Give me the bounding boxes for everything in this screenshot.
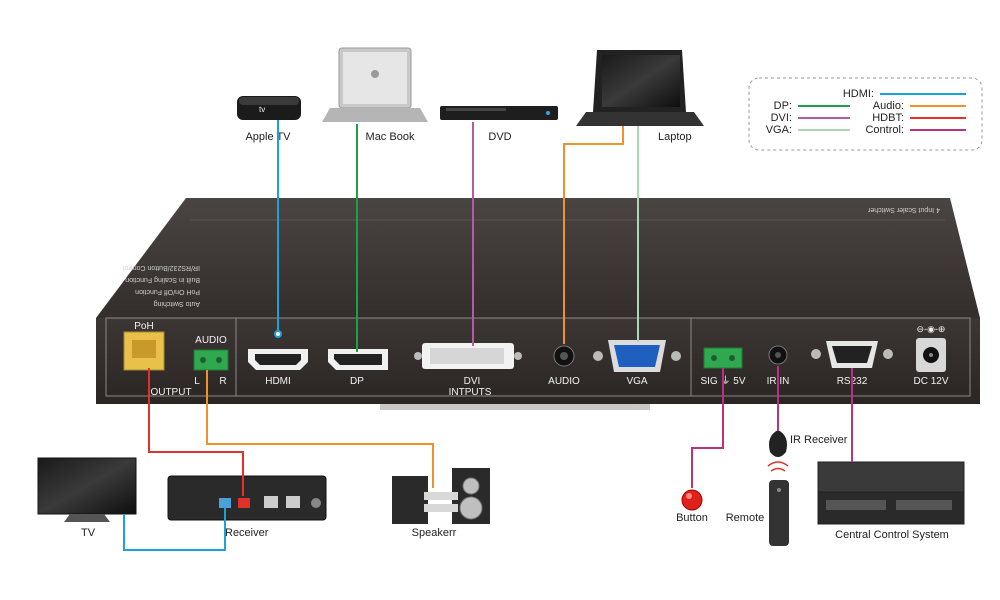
feature-3: PoH On/Off Function <box>135 288 200 295</box>
hdmi-input-cable-end <box>274 330 282 338</box>
tv-device <box>37 457 137 522</box>
legend-control: Control: <box>865 124 904 136</box>
audio-in-label: AUDIO <box>548 376 580 387</box>
legend-dvi: DVI: <box>771 112 792 124</box>
dvi-port[interactable] <box>414 343 522 369</box>
laptop-device <box>576 50 704 126</box>
audio-out-label: AUDIO <box>195 335 227 346</box>
ir-receiver-device <box>769 430 787 457</box>
audio-l-label: L <box>194 376 200 387</box>
apple-tv-label: Apple TV <box>245 131 291 143</box>
vga-port[interactable] <box>593 340 681 372</box>
legend-dp: DP: <box>774 100 792 112</box>
speaker-device <box>392 468 490 524</box>
hdmi-output-cable <box>123 508 226 551</box>
ir-in-port[interactable] <box>768 345 788 365</box>
laptop-label: Laptop <box>658 131 692 143</box>
legend-vga: VGA: <box>766 124 792 136</box>
poh-label: PoH <box>134 321 153 332</box>
legend-audio: Audio: <box>873 100 904 112</box>
output-label: OUTPUT <box>150 387 191 398</box>
inputs-label: INTPUTS <box>449 387 492 398</box>
dp-port[interactable] <box>328 349 388 370</box>
audio-r-label: R <box>219 376 226 387</box>
sig-5v-port[interactable] <box>703 347 743 369</box>
switcher-unit: 4 Input Scaler Switcher IR/RS232/Button … <box>96 198 980 410</box>
ir-receiver-label: IR Receiver <box>790 434 848 446</box>
feature-2: Built in Scaling Function <box>125 276 200 283</box>
legend-hdmi: HDMI: <box>843 88 874 100</box>
switcher-model-text: 4 Input Scaler Switcher <box>867 206 940 213</box>
feature-list: IR/RS232/Button Control Built in Scaling… <box>123 264 200 307</box>
cable-legend: HDMI: DP: Audio: DVI: HDBT: VGA: Control… <box>748 77 983 151</box>
receiver-label: Receiver <box>225 527 269 539</box>
audio-input-cable <box>563 126 624 344</box>
tv-label: TV <box>81 527 96 539</box>
mac-book-device <box>322 47 428 122</box>
ccs-label: Central Control System <box>835 529 949 541</box>
apple-logo-icon <box>371 70 379 78</box>
signal-waves-icon <box>767 461 789 472</box>
dvd-device <box>440 106 558 120</box>
apple-logo-icon: tv <box>259 105 265 114</box>
dc-polarity-icon: ⊖-◉-⊕ <box>917 324 946 334</box>
speaker-label: Speakerr <box>412 527 457 539</box>
button-device <box>681 489 703 511</box>
hdmi-port[interactable] <box>248 349 308 370</box>
rs232-port[interactable] <box>811 341 893 368</box>
hdbt-output-cable <box>148 368 244 496</box>
dp-label: DP <box>350 376 364 387</box>
button-control-cable <box>691 368 724 488</box>
vga-label: VGA <box>626 376 647 387</box>
dc-12v-label: DC 12V <box>913 376 948 387</box>
audio-output-cable <box>206 370 434 488</box>
audio-out-port[interactable] <box>193 349 229 371</box>
apple-tv-device: tv <box>237 96 301 120</box>
hdmi-label: HDMI <box>265 376 291 387</box>
feature-1: IR/RS232/Button Control <box>123 264 200 271</box>
central-control-device <box>817 461 965 525</box>
dvd-label: DVD <box>488 131 511 143</box>
cables <box>123 120 853 551</box>
poh-port[interactable] <box>123 331 165 371</box>
remote-device <box>769 480 789 546</box>
remote-label: Remote <box>726 512 765 524</box>
dc-12v-port[interactable]: ⊖-◉-⊕ <box>916 324 946 372</box>
legend-hdbt: HDBT: <box>872 112 904 124</box>
feature-4: Auto Switching <box>154 300 200 307</box>
button-label: Button <box>676 512 708 524</box>
mac-book-label: Mac Book <box>366 131 415 143</box>
receiver-device <box>167 475 327 521</box>
audio-in-port[interactable] <box>553 345 575 367</box>
dvi-label: DVI <box>464 376 481 387</box>
